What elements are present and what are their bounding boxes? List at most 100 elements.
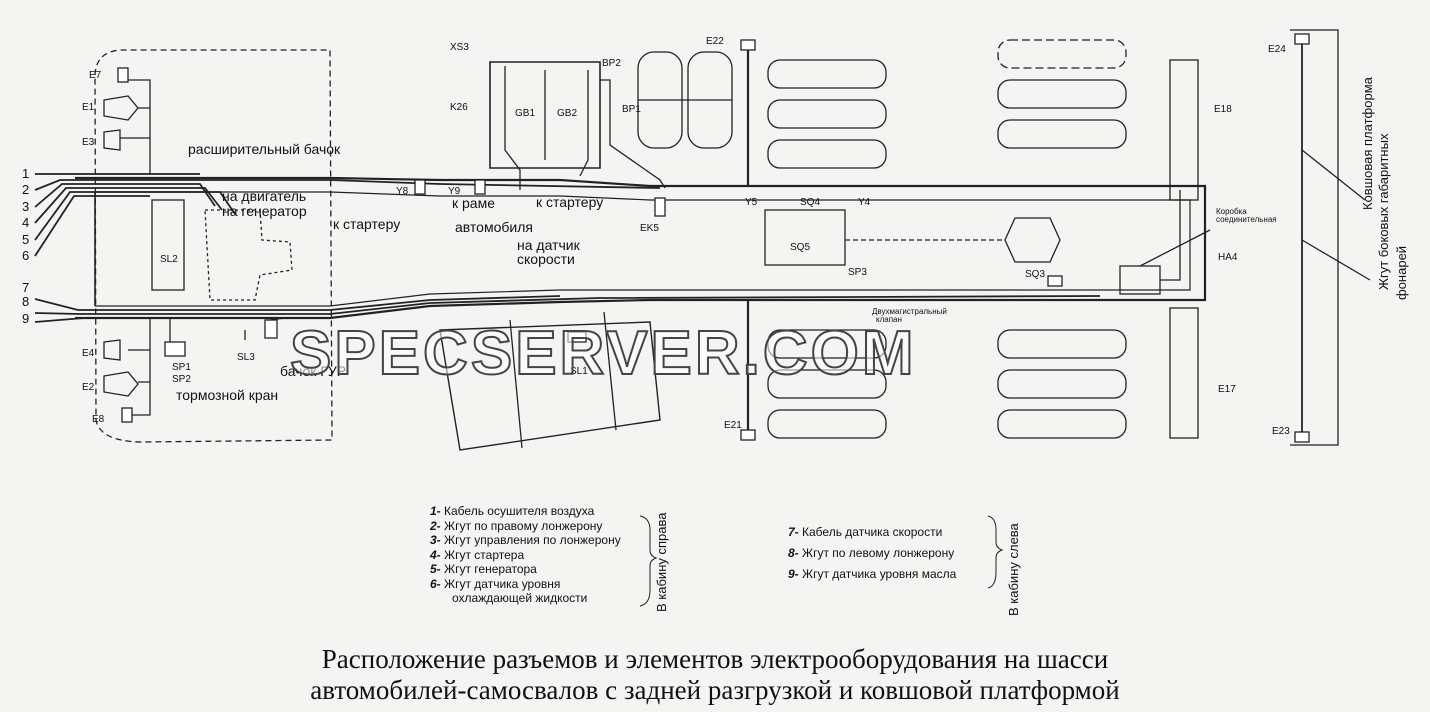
label-brake-valve: тормозной кран [176, 387, 278, 403]
legend-item-7: 7- Кабель датчика скорости [788, 525, 943, 539]
cab-lamp-wiring-top [120, 79, 151, 174]
cab-lamp-wiring-bottom [128, 318, 171, 416]
small-labels: Коробка соединительная Двухмагистральный… [872, 207, 1277, 324]
component-e21: E21 [724, 420, 742, 431]
rear-differential [1004, 217, 1061, 263]
connector-y9 [474, 179, 486, 195]
wheel-bottom-2 [767, 369, 887, 399]
component-y8: Y8 [396, 186, 409, 197]
connector-e21 [740, 429, 756, 441]
wheel-top-2 [767, 99, 887, 129]
note-left-cab: В кабину слева [1006, 523, 1021, 616]
harness-number-9: 9 [22, 311, 29, 326]
component-sl1: SL1 [570, 366, 588, 377]
component-e23: E23 [1272, 426, 1290, 437]
component-y9: Y9 [448, 186, 461, 197]
label-two-line-valve-2: клапан [876, 315, 902, 324]
component-e24: E24 [1268, 44, 1286, 55]
harness-number-labels: 1 2 3 4 5 6 7 8 9 [22, 166, 29, 326]
label-to-speed-sensor: на датчик [517, 237, 581, 253]
component-e3: E3 [82, 137, 95, 148]
component-e2: E2 [82, 382, 95, 393]
engine-outline [204, 209, 293, 301]
component-k26: K26 [450, 102, 468, 113]
sl2-sensor [151, 199, 185, 291]
component-e17: E17 [1218, 384, 1236, 395]
component-sq3: SQ3 [1025, 269, 1045, 280]
caption-line-2: автомобилей-самосвалов с задней разгрузк… [310, 675, 1120, 705]
component-y4: Y4 [858, 197, 871, 208]
connector-sl1 [567, 331, 587, 343]
harness-number-4: 4 [22, 215, 29, 230]
note-platform-2: Жгут боковых габаритных [1376, 133, 1391, 290]
label-speed: скорости [517, 251, 575, 267]
legend-item-3: 3- Жгут управления по лонжерону [430, 533, 621, 547]
harness-line-2 [34, 179, 661, 191]
legend-item-8: 8- Жгут по левому лонжерону [788, 546, 955, 560]
label-gur-tank: бачок ГУР [280, 363, 346, 379]
wheel-top-5 [997, 79, 1127, 109]
descriptive-labels: расширительный бачок на двигатель на ген… [176, 141, 603, 403]
connector-ek5 [654, 197, 666, 217]
legend-item-6-cont: охлаждающей жидкости [452, 591, 588, 605]
connector-e23 [1294, 431, 1310, 443]
label-to-frame: к раме [452, 195, 495, 211]
component-sq5: SQ5 [790, 242, 810, 253]
connector-sq3 [1047, 275, 1063, 287]
gur-tank-connector [264, 319, 278, 339]
wheel-top-4 [997, 39, 1127, 69]
wheel-bottom-6 [997, 409, 1127, 439]
harness-line-6 [34, 195, 150, 257]
platform-outline [1290, 29, 1339, 446]
component-sq4: SQ4 [800, 197, 820, 208]
connector-e7 [117, 67, 129, 83]
component-e1: E1 [82, 102, 95, 113]
component-bp2: BP2 [602, 58, 621, 69]
component-e7: E7 [89, 70, 102, 81]
component-bp1: BP1 [622, 104, 641, 115]
connector-y8 [414, 179, 426, 195]
harness-number-1: 1 [22, 166, 29, 181]
label-to-starter-2: к стартеру [536, 194, 603, 210]
harness-number-5: 5 [22, 232, 29, 247]
wheel-bottom-3 [767, 409, 887, 439]
harness-line-5 [34, 191, 236, 241]
cab-outline [94, 49, 333, 443]
harness-number-7: 7 [22, 280, 29, 295]
harness-line-3 [34, 183, 216, 208]
harness-line-4 [34, 187, 223, 224]
caption-line-1: Расположение разъемов и элементов электр… [321, 644, 1109, 674]
harness-number-8: 8 [22, 294, 29, 309]
label-exp-tank: расширительный бачок [188, 141, 341, 157]
component-e8: E8 [92, 414, 105, 425]
label-car: автомобиля [455, 219, 533, 235]
rear-lamp-e17 [1169, 307, 1199, 439]
note-right-cab: В кабину справа [654, 512, 669, 612]
harness-line-7 [34, 295, 561, 311]
label-junction-box-1: Коробка [1216, 207, 1247, 216]
harness-line-8 [34, 295, 1101, 315]
connector-e8 [121, 407, 133, 423]
junction-wiring [1139, 190, 1211, 281]
connector-e22 [740, 39, 756, 51]
connector-sp [164, 341, 186, 357]
component-ha4: HA4 [1218, 252, 1238, 263]
component-sl3: SL3 [237, 352, 255, 363]
component-e22: E22 [706, 36, 724, 47]
component-e18: E18 [1214, 104, 1232, 115]
legend-item-9: 9- Жгут датчика уровня масла [788, 567, 957, 581]
rear-lamp-e18 [1169, 59, 1199, 201]
component-sp1: SP1 [172, 362, 191, 373]
wheel-bottom-1 [767, 329, 887, 359]
wheel-bottom-4 [997, 329, 1127, 359]
gur-wiring [244, 317, 286, 340]
frame-rail-bottom-inner [95, 289, 1060, 307]
legend-item-2: 2- Жгут по правому лонжерону [430, 518, 603, 533]
component-sl2: SL2 [160, 254, 178, 265]
component-ek5: EK5 [640, 223, 659, 234]
wheel-top-1 [767, 59, 887, 89]
harness-number-3: 3 [22, 199, 29, 214]
battery-box [489, 61, 601, 169]
